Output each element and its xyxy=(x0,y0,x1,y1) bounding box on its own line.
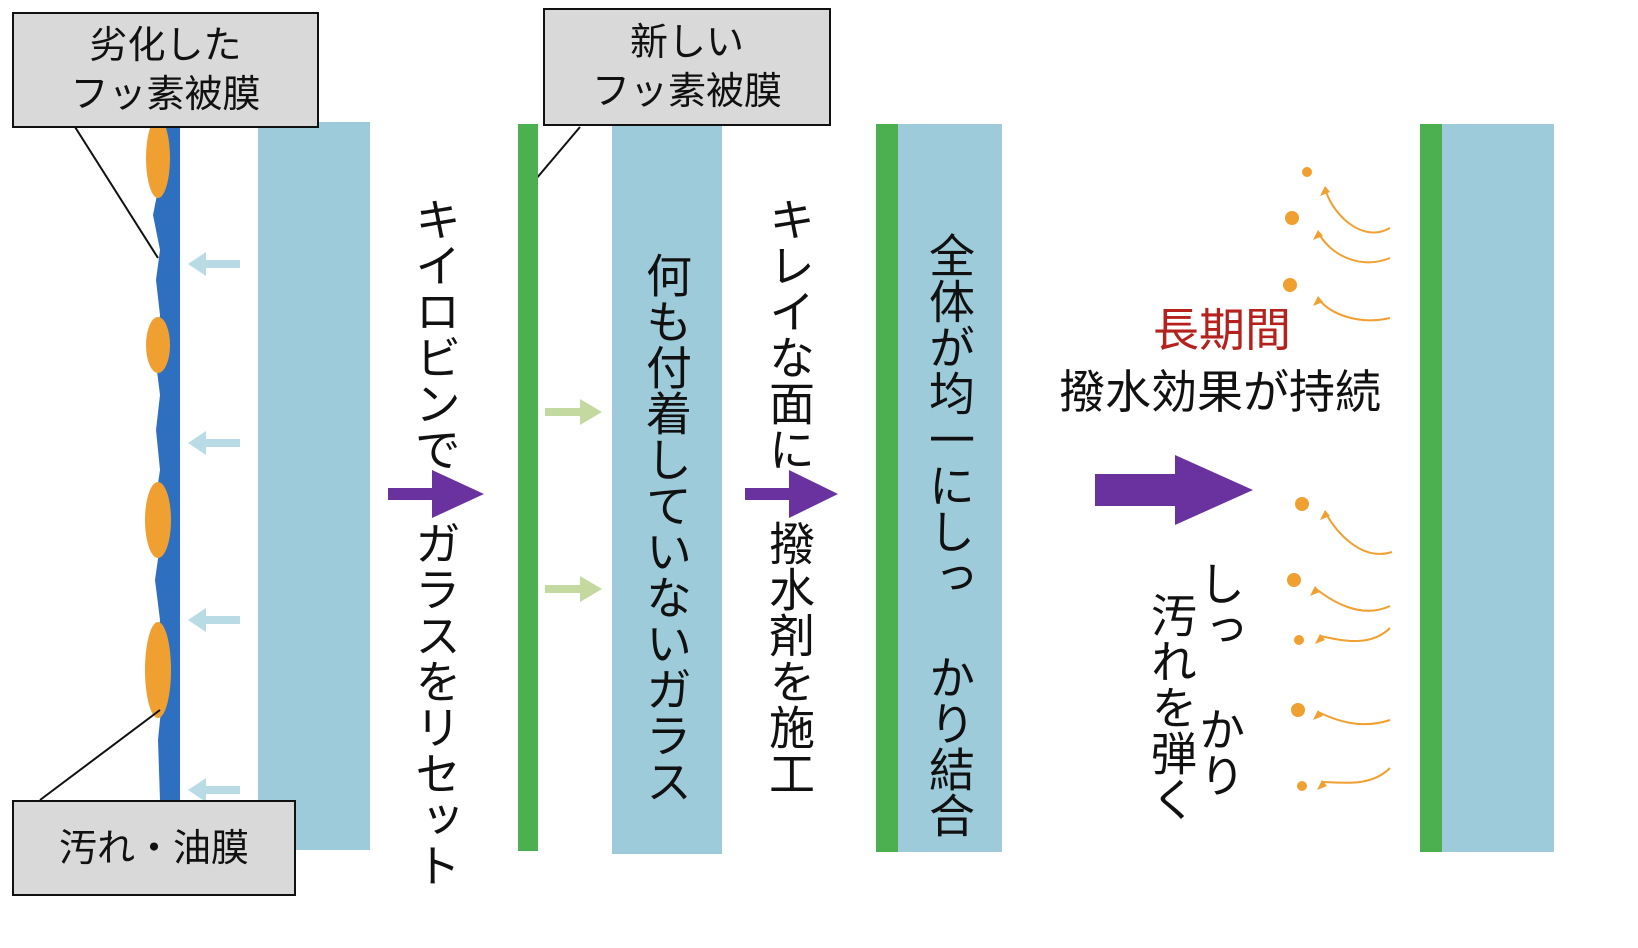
final-film-strip xyxy=(1420,124,1442,852)
repel-text-a: しっ かり xyxy=(1192,560,1246,798)
dirt-blobs xyxy=(145,118,171,718)
bonded-film-strip xyxy=(876,124,898,852)
callout-degraded-film: 劣化した フッ素被膜 xyxy=(12,12,319,128)
glass-panel-3 xyxy=(898,124,1002,852)
clean-glass-text: 何も付着していないガラス xyxy=(639,252,693,804)
callout-degraded-line2: フッ素被膜 xyxy=(70,72,261,116)
glass-panel-1 xyxy=(258,122,370,850)
small-arrows-left xyxy=(188,252,240,802)
new-film-strip xyxy=(518,124,538,851)
repel-text-b: 汚れを弾く xyxy=(1144,592,1198,822)
water-droplets xyxy=(1310,186,1330,790)
bond-text: 全体が均一にしっ かり結合 xyxy=(922,232,976,838)
result-text: 撥水効果が持続 xyxy=(1059,365,1381,419)
reset-text-a: キイロビンで xyxy=(408,196,462,472)
apply-text-a: キレイな面に xyxy=(762,196,816,472)
glass-panel-4 xyxy=(1442,124,1554,852)
main-arrows xyxy=(388,455,1253,525)
result-highlight: 長期間 xyxy=(1153,303,1291,357)
callout-new-film: 新しい フッ素被膜 xyxy=(543,8,831,126)
splash-stars xyxy=(1283,167,1312,791)
callout-degraded-line1: 劣化した xyxy=(89,23,242,68)
reset-text-b: ガラスをリセット xyxy=(408,520,462,888)
callout-new-line2: フッ素被膜 xyxy=(591,69,782,113)
callout-dirt-label: 汚れ・油膜 xyxy=(58,825,249,870)
small-arrows-right xyxy=(545,399,602,602)
callout-dirt: 汚れ・油膜 xyxy=(12,800,296,896)
water-splashes xyxy=(1314,187,1393,784)
apply-text-b: 撥水剤を施工 xyxy=(762,520,816,796)
callout-new-line1: 新しい xyxy=(629,20,744,65)
glass-panel-2 xyxy=(612,124,722,854)
